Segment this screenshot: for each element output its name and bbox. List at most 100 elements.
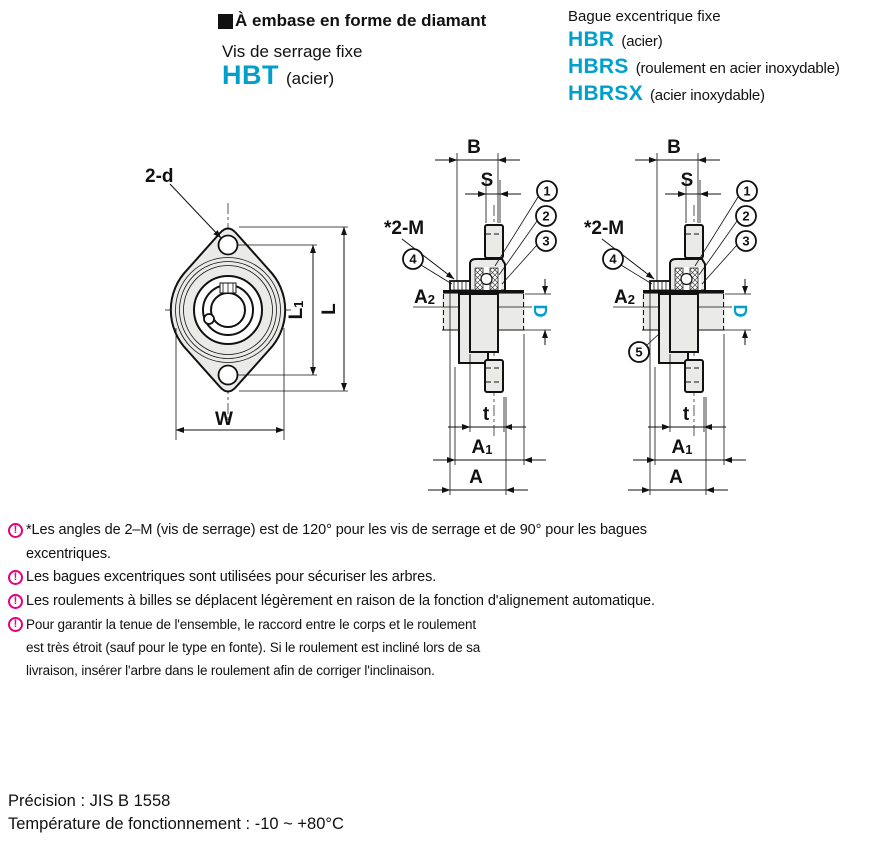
dim-2d: 2-d: [145, 166, 222, 239]
dim-label-d: D: [730, 305, 750, 318]
callout-1: 1: [694, 180, 758, 267]
dim-b: B: [435, 137, 520, 281]
dim-label-t: t: [483, 404, 490, 425]
dim-t: t: [448, 354, 526, 432]
precision-spec: Précision : JIS B 1558: [8, 792, 171, 810]
callout-label-1: 1: [743, 184, 750, 199]
left-subtitle: Vis de serrage fixe: [222, 42, 363, 61]
note-row: ! Les roulements à billes se déplacent l…: [8, 590, 668, 614]
dim-a: A: [628, 293, 728, 495]
dim-w: W: [175, 328, 285, 440]
shaft-end-bottom: [484, 359, 504, 393]
left-code-row: HBT (acier): [222, 60, 334, 91]
flange-front-view: [165, 203, 291, 423]
shaft-end-bottom: [684, 359, 704, 393]
note-row: ! Les bagues excentriques sont utilisées…: [8, 566, 668, 590]
set-screw-collar: [449, 280, 471, 292]
dim-s: S: [465, 170, 521, 223]
ball-bearing: [480, 272, 493, 286]
callout-5: 5: [628, 332, 661, 363]
side-view-setscrew-drawing: B S 1 2 3 *2-M: [384, 137, 558, 495]
ball-bearing: [680, 272, 693, 286]
dim-label-a1: A1: [672, 437, 693, 458]
right-code-row: HBRSX (acier inoxydable): [568, 82, 840, 107]
housing-ring: [175, 257, 281, 363]
dim-label-l: L: [319, 303, 340, 315]
bearing-unit-side: [413, 205, 532, 437]
dim-a2: A2: [414, 287, 435, 308]
dim-a: A: [428, 293, 528, 495]
dim-label-2m: *2-M: [584, 218, 624, 239]
callout-3: 3: [701, 230, 757, 285]
dim-label-s: S: [481, 170, 494, 191]
callout-2: 2: [498, 205, 557, 276]
collar-thread-lines: [453, 281, 467, 291]
bearing-unit-side: [613, 205, 732, 437]
shaft-end-top: [684, 224, 704, 259]
dim-s: S: [665, 170, 721, 223]
section-title-text: À embase en forme de diamant: [235, 11, 487, 30]
dim-label-b: B: [667, 137, 681, 158]
dim-label-2d: 2-d: [145, 166, 174, 187]
right-code-row: HBRS (roulement en acier inoxydable): [568, 55, 840, 80]
product-code-hbt: HBT: [222, 60, 279, 90]
right-code-row: HBR (acier): [568, 28, 840, 53]
callout-label-5: 5: [635, 345, 642, 360]
dim-label-a1: A1: [472, 437, 493, 458]
footer-specs: Précision : JIS B 1558 Température de fo…: [8, 790, 344, 835]
dim-label-w: W: [215, 409, 233, 430]
notes-section: ! *Les angles de 2–M (vis de serrage) es…: [8, 519, 668, 682]
note-row: ! *Les angles de 2–M (vis de serrage) es…: [8, 519, 668, 566]
callout-4: 4: [402, 248, 453, 285]
right-subtitle: Bague excentrique fixe: [568, 8, 721, 25]
dim-d: D: [725, 279, 751, 345]
dim-label-s: S: [681, 170, 694, 191]
callout-1: 1: [494, 180, 558, 267]
lubrication-hole: [203, 313, 215, 325]
dim-label-a: A: [469, 467, 483, 488]
note-text: Les roulements à billes se déplacent lég…: [26, 592, 655, 609]
dim-label-l1: L1: [286, 301, 307, 320]
temperature-spec: Température de fonctionnement : -10 ~ +8…: [8, 814, 344, 833]
dim-l1: L1: [237, 244, 317, 376]
housing-boss: [669, 293, 699, 353]
right-header: Bague excentrique fixe HBR (acier) HBRS …: [568, 8, 840, 107]
product-material-hbr: (acier): [621, 33, 663, 50]
front-view-drawing: 2-d L1 L W: [145, 166, 348, 440]
callout-label-3: 3: [742, 234, 749, 249]
callout-label-4: 4: [409, 252, 417, 267]
dim-label-d: D: [530, 305, 550, 318]
product-code-hbr: HBR: [568, 28, 615, 51]
housing-ring: [179, 261, 277, 359]
note-text: Les bagues excentriques sont utilisées p…: [26, 569, 437, 585]
caution-icon: !: [8, 593, 23, 609]
product-material-hbrs: (roulement en acier inoxydable): [635, 60, 840, 77]
shaft-end-top: [484, 224, 504, 259]
dim-2m: *2-M: [584, 218, 655, 280]
dim-label-a2: A2: [614, 287, 635, 308]
section-title: À embase en forme de diamant: [218, 11, 486, 31]
housing-ring: [183, 265, 273, 355]
product-material-hbrsx: (acier inoxydable): [650, 87, 765, 104]
dim-b: B: [635, 137, 720, 281]
flange-bar: [643, 290, 724, 294]
dim-d: D: [525, 279, 551, 345]
callout-label-2: 2: [542, 209, 549, 224]
dim-label-2m: *2-M: [384, 218, 424, 239]
note-text: Pour garantir la tenue de l'ensemble, le…: [26, 617, 481, 678]
set-screw-thread-lines: [222, 283, 234, 293]
dim-label-a: A: [669, 467, 683, 488]
callout-4: 4: [602, 248, 653, 285]
dim-a2: A2: [614, 287, 635, 308]
caution-icon: !: [8, 570, 23, 585]
eccentric-collar: [649, 280, 671, 292]
product-code-hbrsx: HBRSX: [568, 82, 644, 105]
caution-icon: !: [8, 617, 23, 632]
section-square-icon: [218, 13, 233, 29]
leader-line-2d: [169, 183, 222, 239]
callout-2: 2: [698, 205, 757, 276]
side-view-eccentric-drawing: B S 1 2 3 *2-M: [584, 137, 758, 495]
dim-label-b: B: [467, 137, 481, 158]
dim-2m: *2-M: [384, 218, 455, 280]
